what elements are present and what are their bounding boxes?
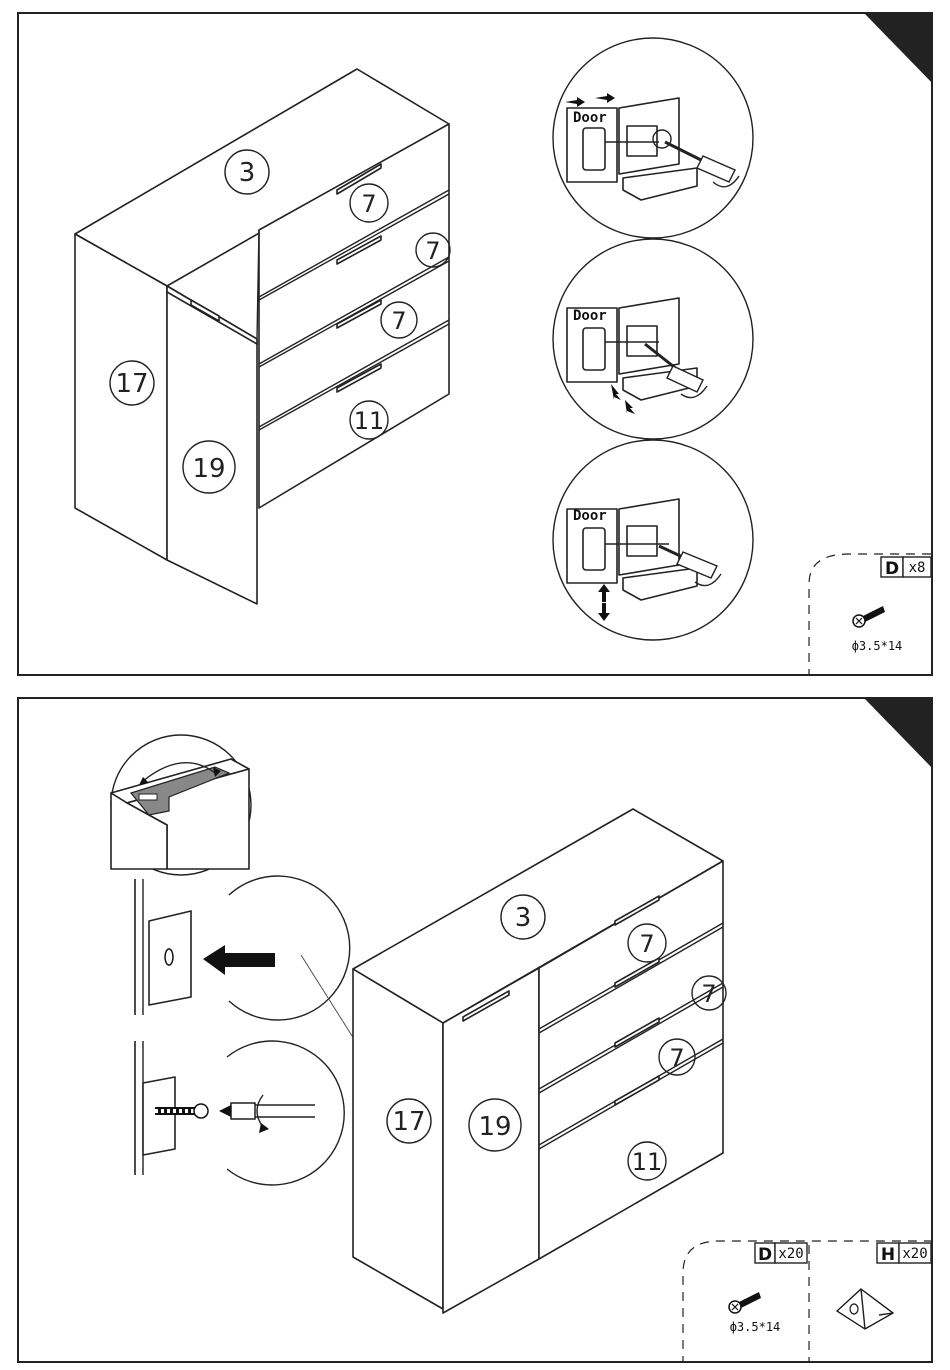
- svg-text:Door: Door: [573, 308, 607, 324]
- svg-text:H: H: [881, 1245, 895, 1265]
- svg-text:Door: Door: [573, 508, 607, 524]
- svg-text:Door: Door: [573, 110, 607, 126]
- svg-text:ф3.5*14: ф3.5*14: [730, 1320, 781, 1334]
- corner-block-icon: [837, 1289, 893, 1329]
- assembly-step-top: 3 7 7 7 11 17 19 Door: [17, 12, 933, 676]
- svg-text:11: 11: [354, 407, 385, 435]
- side-panel-17: [353, 969, 443, 1309]
- detail-door-swing: [111, 735, 251, 875]
- hinge-detail-depth: Door: [553, 239, 753, 439]
- step-bottom-illustration: 3 7 7 7 11 17 19 D x20 ф3.5*14: [19, 699, 933, 1363]
- svg-text:19: 19: [478, 1112, 511, 1142]
- svg-text:D: D: [885, 559, 899, 579]
- page-corner-tab: [865, 14, 933, 86]
- svg-text:x20: x20: [902, 1246, 927, 1262]
- svg-text:ф3.5*14: ф3.5*14: [852, 639, 903, 653]
- hinge-detail-height: Door: [553, 440, 753, 640]
- screw-icon: [853, 606, 885, 627]
- svg-text:7: 7: [361, 190, 376, 218]
- svg-text:3: 3: [515, 903, 532, 933]
- part-label-11: 11: [350, 401, 388, 439]
- svg-text:x8: x8: [909, 560, 926, 576]
- screw-icon: [729, 1292, 761, 1313]
- assembly-step-bottom: 3 7 7 7 11 17 19 D x20 ф3.5*14: [17, 697, 933, 1363]
- part-label-11: 11: [628, 1142, 666, 1180]
- svg-text:7: 7: [391, 307, 406, 335]
- svg-text:7: 7: [701, 980, 716, 1008]
- svg-text:D: D: [758, 1245, 772, 1265]
- svg-text:11: 11: [632, 1148, 663, 1176]
- dresser-bottom-step: [353, 809, 723, 1313]
- step-top-illustration: 3 7 7 7 11 17 19 Door: [19, 14, 933, 676]
- svg-text:17: 17: [392, 1107, 425, 1137]
- svg-text:7: 7: [425, 237, 440, 265]
- detail-corner-block: [135, 876, 350, 1020]
- detail-screw-fastening: [135, 1041, 344, 1185]
- svg-text:3: 3: [239, 158, 256, 188]
- hardware-box-bottom: D x20 ф3.5*14 H x20: [683, 1241, 933, 1363]
- hinge-detail-lateral: Door: [553, 38, 753, 238]
- hardware-box-top: D x8 ф3.5*14: [809, 554, 933, 676]
- svg-text:x20: x20: [778, 1246, 803, 1262]
- svg-text:7: 7: [669, 1044, 684, 1072]
- svg-text:7: 7: [639, 930, 654, 958]
- page-corner-tab: [865, 699, 933, 771]
- svg-text:17: 17: [115, 369, 148, 399]
- svg-text:19: 19: [192, 454, 225, 484]
